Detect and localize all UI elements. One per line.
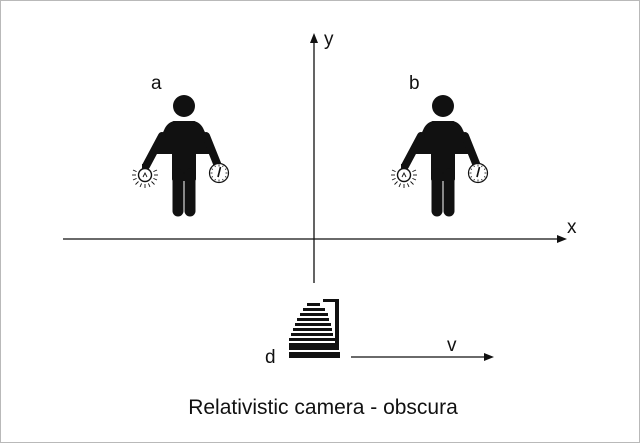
light-bulb-icon — [390, 163, 418, 189]
person-icon — [405, 95, 477, 211]
clock-icon — [467, 162, 489, 184]
observer-b: b — [390, 73, 489, 211]
observer-a-label: a — [151, 73, 162, 94]
y-axis-label: y — [324, 29, 334, 50]
caption: Relativistic camera - obscura — [188, 396, 458, 419]
light-bulb-icon — [131, 163, 159, 189]
person-icon — [146, 95, 218, 211]
camera-label: d — [265, 347, 276, 368]
y-axis — [310, 33, 318, 283]
velocity-arrow — [351, 353, 494, 361]
camera-obscura-icon — [289, 299, 340, 358]
velocity-label: v — [447, 335, 457, 356]
observer-a: a — [131, 73, 230, 211]
x-axis — [63, 235, 567, 243]
clock-icon — [208, 162, 230, 184]
x-axis-label: x — [567, 217, 577, 238]
observer-b-label: b — [409, 73, 420, 94]
